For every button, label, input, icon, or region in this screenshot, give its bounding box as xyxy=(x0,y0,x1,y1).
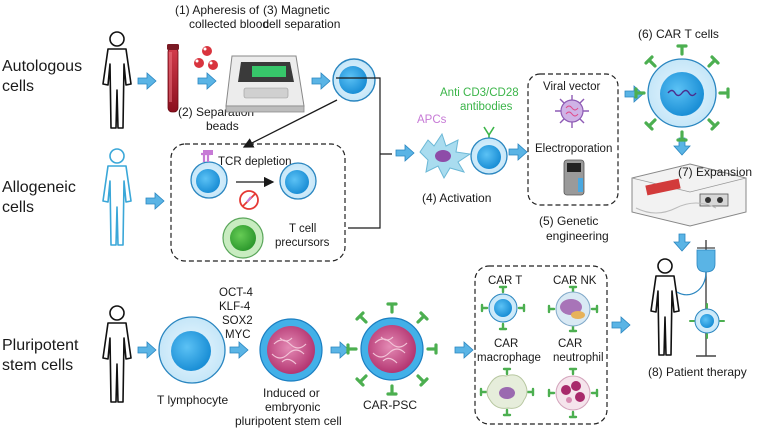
pluripotent-stem-cell xyxy=(259,318,323,382)
tcr-depleted-t-cell xyxy=(279,162,317,200)
svg-text:(3) Magnetic: (3) Magnetic xyxy=(263,3,330,17)
patient-silhouette-icon xyxy=(102,31,132,129)
svg-text:(5) Genetic: (5) Genetic xyxy=(539,214,598,228)
viral-vector-label: Viral vector xyxy=(543,81,600,93)
antibodies-label: Anti CD3/CD28 antibodies xyxy=(440,87,519,113)
svg-text:KLF-4: KLF-4 xyxy=(219,301,251,313)
row-label-pluripotent: Pluripotent stem cells xyxy=(2,337,79,374)
svg-text:beads: beads xyxy=(206,119,239,133)
svg-text:Induced or: Induced or xyxy=(263,386,320,400)
row-label-allogeneic: Allogeneic cells xyxy=(2,179,76,216)
car-neutrophil-label: CAR neutrophil xyxy=(553,338,604,364)
svg-text:macrophage: macrophage xyxy=(477,352,541,364)
derived-car-neutrophil xyxy=(547,367,599,419)
stem-cell-donor-silhouette-icon xyxy=(102,305,132,403)
svg-text:neutrophil: neutrophil xyxy=(553,352,604,364)
genetic-engineering-box xyxy=(527,73,619,206)
row-label-autologous: Autologous cells xyxy=(2,58,82,95)
merge-bracket xyxy=(336,77,392,229)
t-lymphocyte-label: T lymphocyte xyxy=(157,393,228,407)
tcr-depletion-label: TCR depletion xyxy=(218,156,292,168)
svg-text:(1) Apheresis of: (1) Apheresis of xyxy=(175,3,260,17)
svg-text:cells: cells xyxy=(2,78,34,95)
activated-t-cell xyxy=(470,137,508,175)
svg-text:antibodies: antibodies xyxy=(460,101,513,113)
svg-text:OCT-4: OCT-4 xyxy=(219,287,253,299)
svg-text:MYC: MYC xyxy=(225,329,251,341)
step-magnetic-label: (3) Magnetic cell separation xyxy=(263,3,340,31)
svg-text:CAR: CAR xyxy=(558,338,582,350)
svg-text:engineering: engineering xyxy=(546,229,609,243)
reprogramming-factors: OCT-4 KLF-4 SOX2 MYC xyxy=(219,287,253,341)
svg-text:T cell: T cell xyxy=(289,223,316,235)
electroporator-icon xyxy=(563,159,585,196)
car-psc xyxy=(346,302,438,396)
step-activation-label: (4) Activation xyxy=(422,191,491,205)
separation-beads-icon xyxy=(194,46,218,70)
car-derivatives-box xyxy=(474,265,608,425)
iv-drip-icon xyxy=(676,240,716,357)
donor-silhouette-icon xyxy=(102,148,132,246)
ipsc-label: Induced or embryonic pluripotent stem ce… xyxy=(235,386,342,428)
car-nk-label: CAR NK xyxy=(553,275,597,287)
derived-car-nk-cell xyxy=(547,285,599,333)
flow-line-to-allogeneic xyxy=(242,99,338,148)
infused-car-t-cell xyxy=(689,303,725,339)
derived-car-macrophage xyxy=(479,367,535,417)
svg-text:Allogeneic: Allogeneic xyxy=(2,179,76,196)
car-macrophage-label: CAR macrophage xyxy=(477,338,541,364)
car-t-cell xyxy=(634,44,730,142)
therapy-patient-silhouette-icon xyxy=(650,258,680,356)
antigen-presenting-cell xyxy=(419,132,472,180)
svg-text:SOX2: SOX2 xyxy=(222,315,253,327)
t-precursors-label: T cell precursors xyxy=(275,223,330,249)
allogeneic-process-box xyxy=(170,143,346,262)
viral-vector-icon xyxy=(555,95,589,128)
svg-text:Pluripotent: Pluripotent xyxy=(2,337,79,354)
step-patient-therapy-label: (8) Patient therapy xyxy=(648,365,747,379)
apcs-label: APCs xyxy=(417,114,447,126)
svg-text:collected blood: collected blood xyxy=(189,17,269,31)
t-cell-precursor xyxy=(222,217,264,259)
svg-text:precursors: precursors xyxy=(275,237,330,249)
car-psc-label: CAR-PSC xyxy=(363,398,417,412)
step-car-t-cells-label: (6) CAR T cells xyxy=(638,27,719,41)
bioreactor-icon xyxy=(631,163,747,227)
magnetic-separator-icon xyxy=(225,55,305,113)
car-t-label: CAR T xyxy=(488,275,522,287)
svg-text:cell separation: cell separation xyxy=(263,17,340,31)
isolated-t-cell xyxy=(332,58,376,102)
step-expansion-label: (7) Expansion xyxy=(678,165,752,179)
svg-text:embryonic: embryonic xyxy=(265,400,320,414)
t-lymphocyte xyxy=(158,316,226,384)
svg-text:pluripotent stem cell: pluripotent stem cell xyxy=(235,414,342,428)
svg-text:Autologous: Autologous xyxy=(2,58,82,75)
step-apheresis-label: (1) Apheresis of collected blood xyxy=(175,3,269,31)
electroporation-label: Electroporation xyxy=(535,143,612,155)
tcr-t-cell xyxy=(190,150,228,199)
svg-text:stem cells: stem cells xyxy=(2,357,73,374)
tcr-forbidden-icon xyxy=(239,190,259,210)
flow-arrows xyxy=(137,72,691,359)
svg-text:Anti CD3/CD28: Anti CD3/CD28 xyxy=(440,87,519,99)
blood-tube-icon xyxy=(167,44,179,113)
step-genetic-label: (5) Genetic engineering xyxy=(539,214,609,243)
svg-text:CAR: CAR xyxy=(494,338,518,350)
derived-car-t-cell xyxy=(480,285,526,331)
svg-text:cells: cells xyxy=(2,199,34,216)
